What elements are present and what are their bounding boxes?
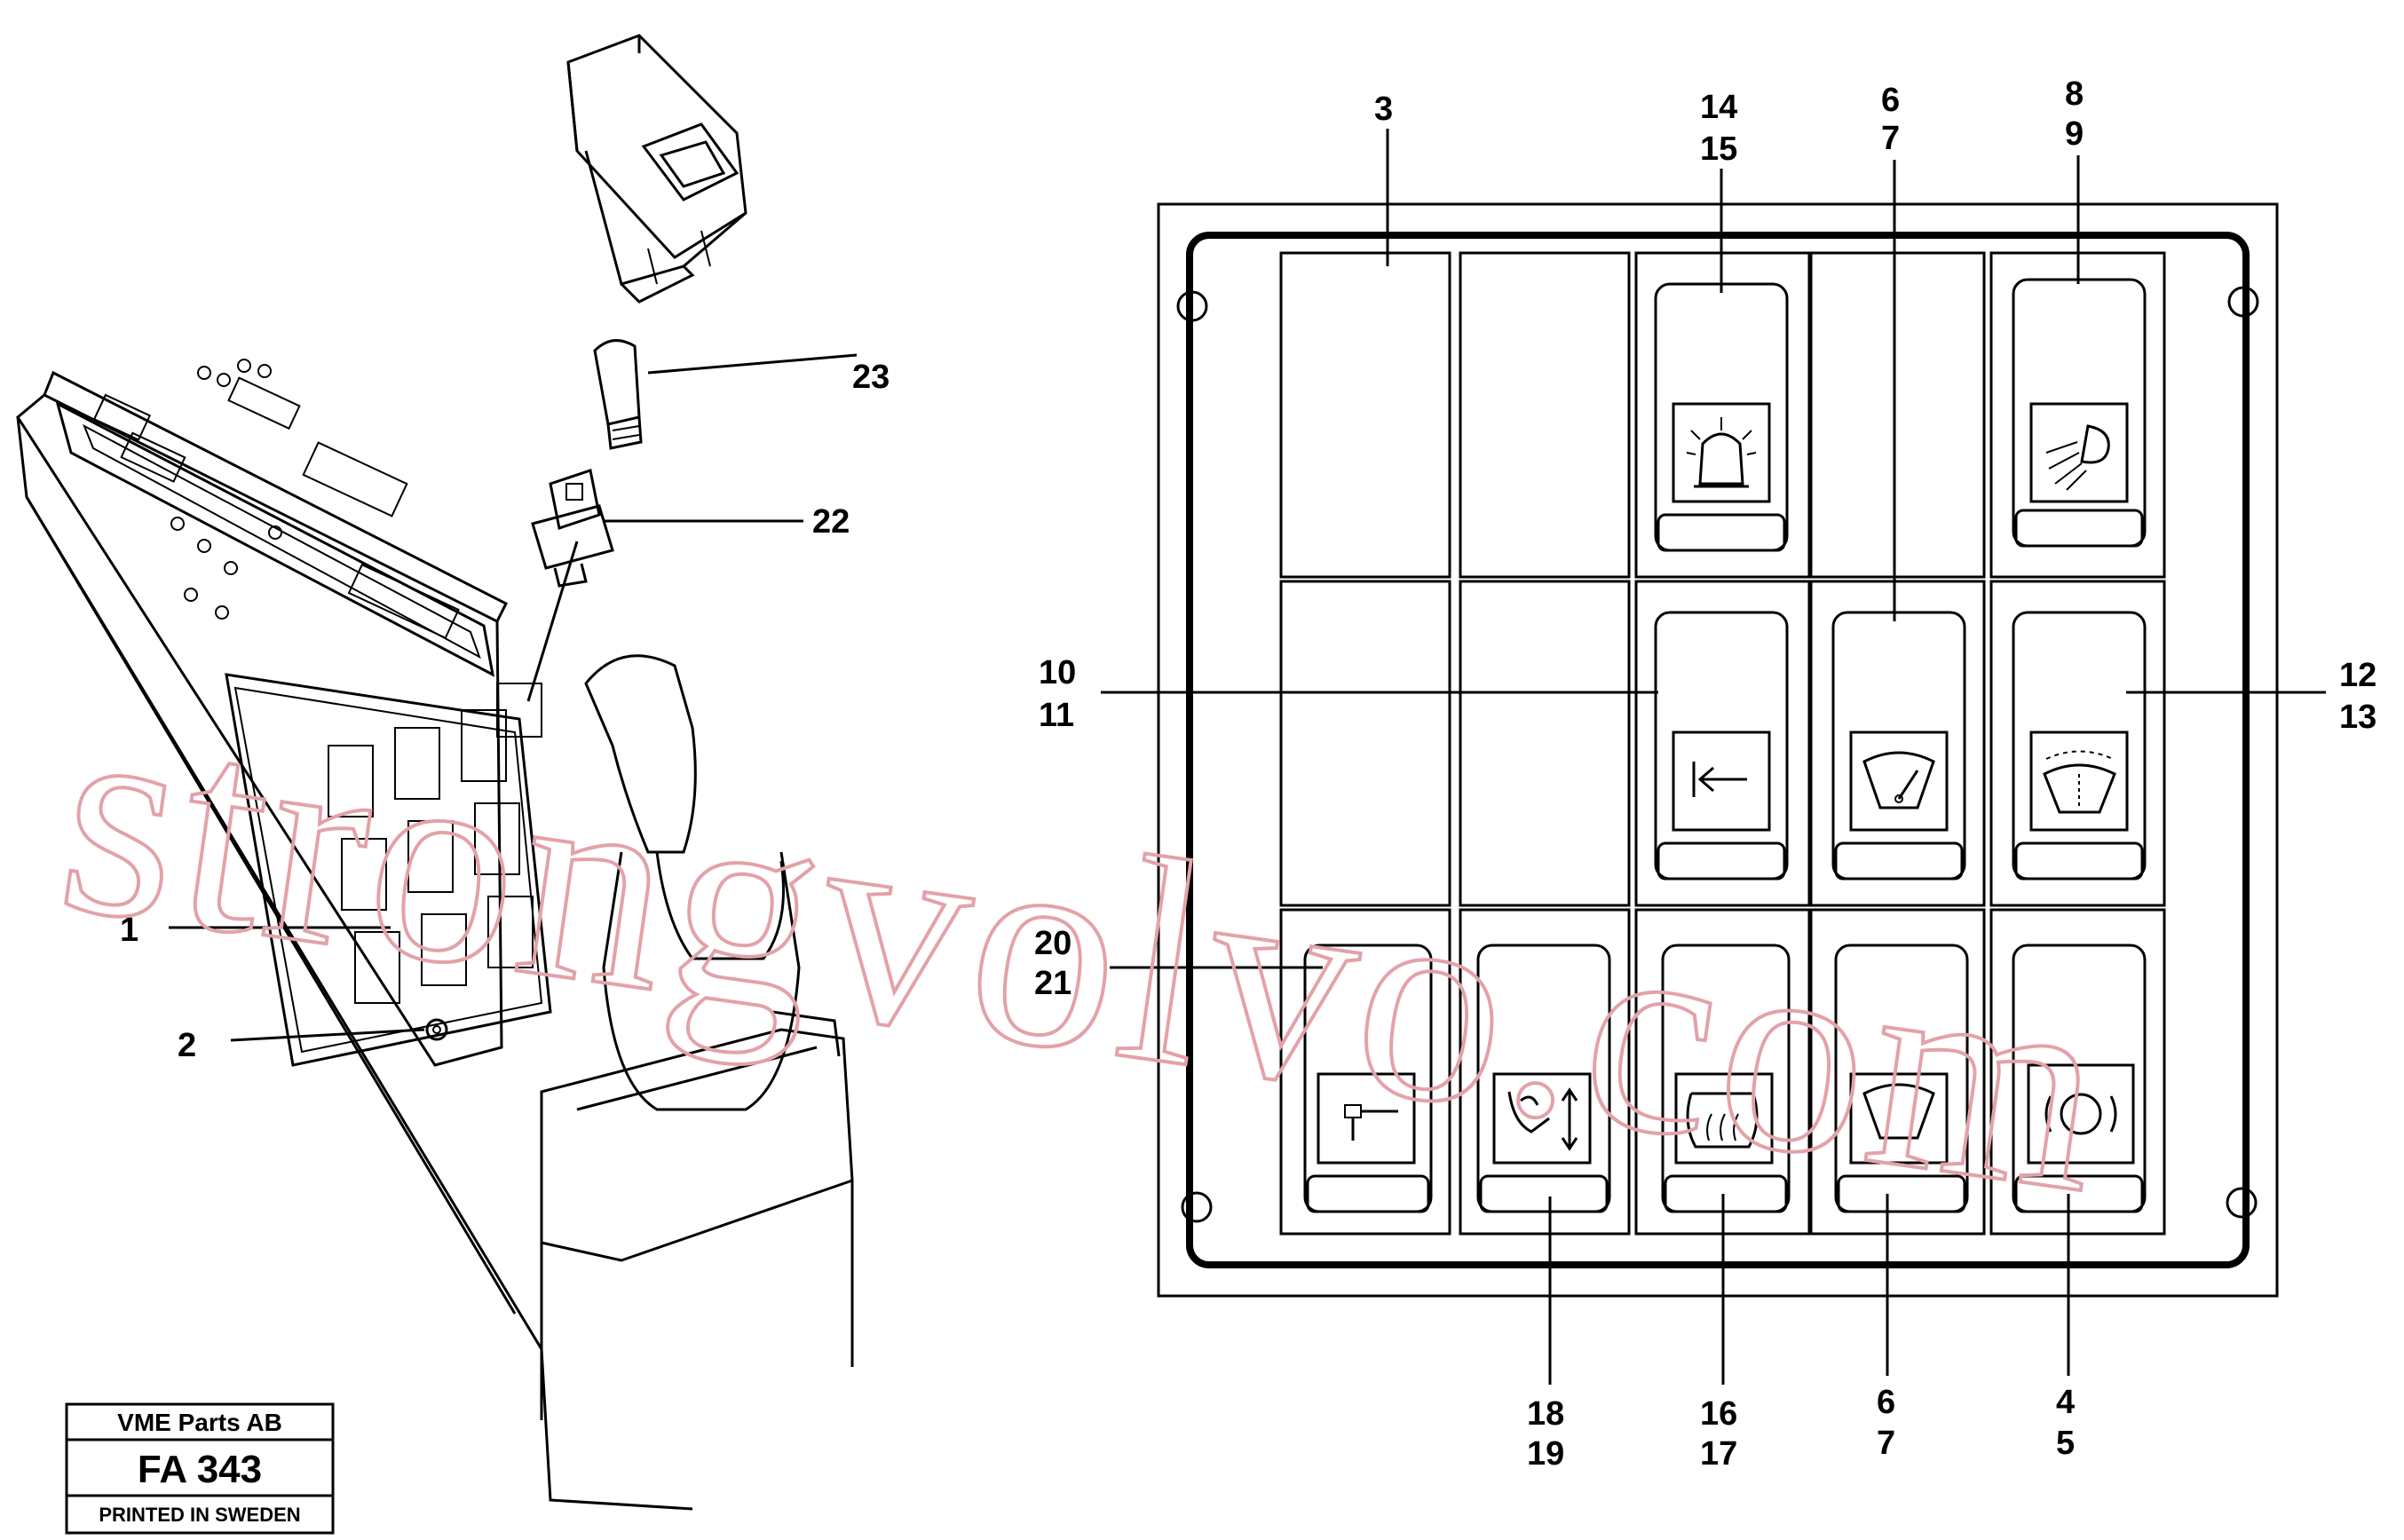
- watermark: strongvolvo.com: [43, 646, 2129, 1257]
- title-block: VME Parts AB FA 343 PRINTED IN SWEDEN: [65, 1402, 335, 1535]
- callout-6-top: 6: [1881, 82, 1900, 119]
- callout-6-bottom: 6: [1877, 1384, 1895, 1421]
- beacon-light-icon: [1686, 417, 1757, 488]
- wiper-icon: [1862, 1083, 1935, 1140]
- switch-6-7-top: [1831, 611, 1966, 881]
- svg-text:strongvolvo.com: strongvolvo.com: [44, 648, 2127, 1255]
- parking-brake-icon: [2044, 1093, 2117, 1135]
- panel-screw-tl: [1176, 290, 1208, 322]
- callout-8: 8: [2065, 75, 2084, 113]
- work-light-icon: [2045, 424, 2110, 491]
- callout-2: 2: [178, 1027, 196, 1064]
- rear-defrost-icon: [1686, 1092, 1759, 1149]
- callout-1: 1: [120, 912, 138, 949]
- callout-4: 4: [2056, 1384, 2075, 1421]
- switch-14-15: [1654, 282, 1789, 552]
- callout-7-bottom: 7: [1877, 1425, 1895, 1462]
- panel-screw-tr: [2227, 286, 2259, 318]
- bulb: [593, 339, 643, 450]
- callout-23: 23: [852, 359, 890, 396]
- callout-14: 14: [1700, 89, 1737, 126]
- switch-18-19: [1476, 944, 1611, 1213]
- console-assembly: [16, 359, 693, 1511]
- callout-21: 21: [1034, 965, 1072, 1002]
- console-switch-keypad: [225, 673, 552, 1067]
- front-wiper-icon: [1862, 751, 1935, 809]
- switch-10-11: [1654, 611, 1789, 881]
- switch-12-13: [2012, 611, 2147, 881]
- title-block-code: FA 343: [138, 1448, 262, 1491]
- rear-wiper-icon: [2043, 750, 2116, 814]
- switch-16-17: [1661, 944, 1791, 1213]
- callout-15: 15: [1700, 130, 1737, 168]
- indicator-dots: [170, 359, 282, 620]
- rocker-switch-exploded: [566, 34, 747, 304]
- callout-5: 5: [2056, 1425, 2075, 1462]
- callout-20: 20: [1034, 925, 1072, 962]
- callout-9: 9: [2065, 115, 2084, 153]
- callout-12: 12: [2339, 657, 2376, 694]
- hammer-icon: [1344, 1104, 1398, 1141]
- title-block-company: VME Parts AB: [117, 1409, 282, 1436]
- panel-screw-br: [2226, 1187, 2258, 1219]
- joystick: [540, 654, 854, 1420]
- title-block-printed: PRINTED IN SWEDEN: [99, 1504, 300, 1526]
- float-position-icon: [1692, 762, 1747, 797]
- callout-7-top: 7: [1881, 120, 1900, 157]
- callout-3: 3: [1374, 91, 1393, 128]
- callout-22: 22: [812, 503, 850, 541]
- callout-11: 11: [1039, 697, 1074, 734]
- callout-19: 19: [1527, 1435, 1564, 1473]
- screw-icon: [425, 1018, 448, 1041]
- bulb-holder: [531, 469, 614, 588]
- callout-18: 18: [1527, 1395, 1564, 1433]
- switch-panel: [1157, 202, 2279, 1298]
- callout-17: 17: [1700, 1435, 1737, 1473]
- switch-20-21: [1303, 944, 1433, 1213]
- callout-13: 13: [2339, 699, 2376, 736]
- switch-6-7-bottom: [1834, 944, 1969, 1213]
- switch-4-5: [2012, 944, 2147, 1213]
- callout-10: 10: [1039, 654, 1076, 691]
- switch-8-9: [2012, 278, 2147, 548]
- callout-16: 16: [1700, 1395, 1737, 1433]
- panel-screw-bl: [1181, 1191, 1213, 1223]
- bucket-leveling-icon: [1507, 1087, 1578, 1151]
